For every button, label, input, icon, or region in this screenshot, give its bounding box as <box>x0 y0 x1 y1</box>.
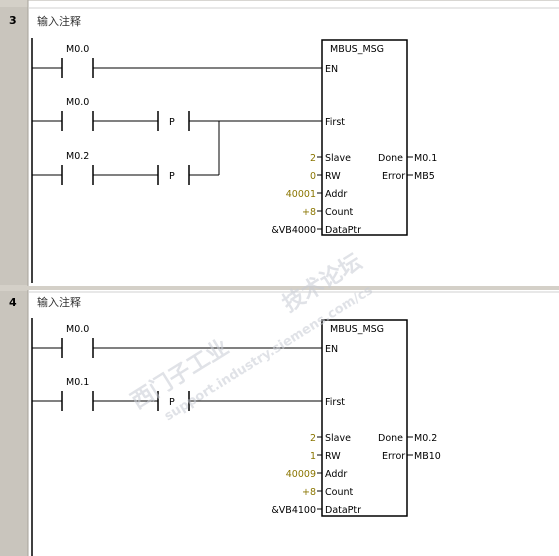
pin-count: Count <box>325 487 353 498</box>
contact-no[interactable]: M0.0 <box>61 97 94 131</box>
pin-dataptr: DataPtr <box>325 505 361 516</box>
p-label: P <box>169 171 175 182</box>
block-title: MBUS_MSG <box>330 324 384 335</box>
contact-address: M0.2 <box>66 151 89 162</box>
pin-addr: Addr <box>325 189 347 200</box>
pin-addr: Addr <box>325 469 347 480</box>
addr-value[interactable]: 40009 <box>286 469 316 480</box>
pin-en: EN <box>325 64 338 75</box>
network-4[interactable]: 4 输入注释 M0.0 M0.1 P MBUS_MSG E <box>9 291 559 556</box>
pin-slave: Slave <box>325 153 351 164</box>
done-value[interactable]: M0.1 <box>414 153 437 164</box>
contact-address: M0.1 <box>66 377 89 388</box>
rw-value[interactable]: 0 <box>310 171 316 182</box>
network-number: 4 <box>9 296 17 309</box>
pin-rw: RW <box>325 171 341 182</box>
pin-en: EN <box>325 344 338 355</box>
pin-count: Count <box>325 207 353 218</box>
contact-address: M0.0 <box>66 324 89 335</box>
pin-slave: Slave <box>325 433 351 444</box>
p-label: P <box>169 397 175 408</box>
pin-done: Done <box>378 153 403 164</box>
network-comment[interactable]: 输入注释 <box>37 14 81 28</box>
positive-edge-contact[interactable]: P <box>157 165 190 185</box>
network-comment[interactable]: 输入注释 <box>37 295 81 309</box>
mbus-msg-block[interactable]: MBUS_MSG EN First Slave RW Addr Count Da… <box>321 319 408 517</box>
positive-edge-contact[interactable]: P <box>157 111 190 131</box>
contact-no[interactable]: M0.0 <box>61 324 94 358</box>
addr-value[interactable]: 40001 <box>286 189 316 200</box>
contact-no[interactable]: M0.2 <box>61 151 94 185</box>
slave-value[interactable]: 2 <box>310 433 316 444</box>
pin-first: First <box>325 117 345 128</box>
pin-first: First <box>325 397 345 408</box>
error-value[interactable]: MB5 <box>414 171 435 182</box>
count-value[interactable]: +8 <box>302 207 316 218</box>
dataptr-value[interactable]: &VB4100 <box>271 505 316 516</box>
rw-value[interactable]: 1 <box>310 451 316 462</box>
dataptr-value[interactable]: &VB4000 <box>271 225 316 236</box>
count-value[interactable]: +8 <box>302 487 316 498</box>
pin-rw: RW <box>325 451 341 462</box>
pin-done: Done <box>378 433 403 444</box>
block-title: MBUS_MSG <box>330 44 384 55</box>
done-value[interactable]: M0.2 <box>414 433 437 444</box>
mbus-msg-block[interactable]: MBUS_MSG EN First Slave RW Addr Count Da… <box>321 39 408 236</box>
contact-no[interactable]: M0.0 <box>61 44 94 78</box>
network-number: 3 <box>9 14 17 27</box>
pin-dataptr: DataPtr <box>325 225 361 236</box>
network-3[interactable]: 3 输入注释 M0.0 M0.0 P M0.2 <box>9 7 559 283</box>
contact-address: M0.0 <box>66 44 89 55</box>
contact-no[interactable]: M0.1 <box>61 377 94 411</box>
pin-error: Error <box>382 451 405 462</box>
pin-error: Error <box>382 171 405 182</box>
p-label: P <box>169 117 175 128</box>
contact-address: M0.0 <box>66 97 89 108</box>
error-value[interactable]: MB10 <box>414 451 441 462</box>
slave-value[interactable]: 2 <box>310 153 316 164</box>
